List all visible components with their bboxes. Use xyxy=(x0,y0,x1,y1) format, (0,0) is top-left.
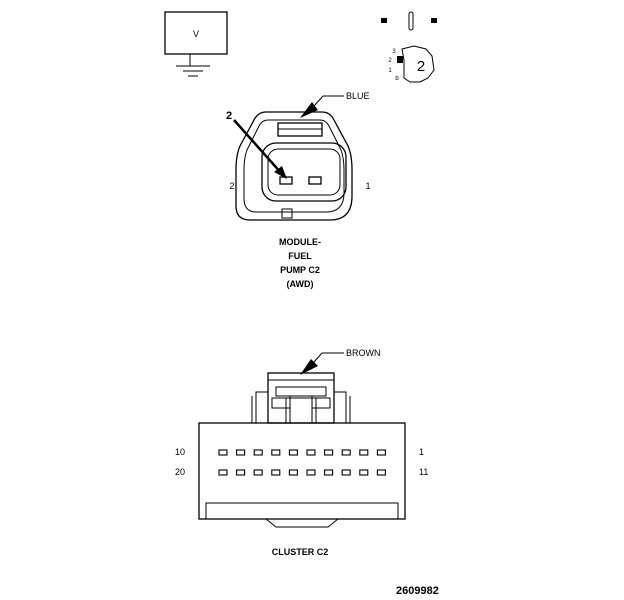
cluster-pin-cavity xyxy=(218,449,228,456)
cluster-pin-cavity xyxy=(271,469,281,476)
cluster-pin-cavity xyxy=(288,449,298,456)
fuel-pump-caption: MODULE- FUEL PUMP C2 (AWD) xyxy=(279,237,321,289)
cluster-row2-right-label: 11 xyxy=(419,467,428,477)
cluster-pin-cavity xyxy=(341,469,351,476)
cluster-pin-cavity xyxy=(324,449,334,456)
cluster-pin-cavity xyxy=(324,469,334,476)
cluster-pin-grid xyxy=(218,449,386,476)
cluster-pin-cavity xyxy=(218,469,228,476)
cluster-pin-cavity xyxy=(376,449,386,456)
cluster-pin-cavity xyxy=(306,449,316,456)
fuel-pump-pin-label-right: 1 xyxy=(365,181,370,191)
cluster-connector: BROWN 10 1 20 11 CLUSTER C2 xyxy=(175,348,428,557)
cluster-caption: CLUSTER C2 xyxy=(272,547,329,557)
fuel-pump-caption-line-4: (AWD) xyxy=(287,279,314,289)
cluster-latch-tower xyxy=(251,372,351,424)
fuel-pump-pin-1 xyxy=(308,176,322,185)
cluster-row2-left-label: 20 xyxy=(175,467,185,477)
pin-locator-number: 2 xyxy=(417,58,425,75)
pin-locator-pin-3: 3 xyxy=(392,49,396,55)
pin-locator-icon: 2 3 2 1 b xyxy=(381,11,437,83)
cluster-pin-cavity xyxy=(359,449,369,456)
pin-pointer-arrow-icon xyxy=(274,166,287,179)
cluster-color-callout: BROWN xyxy=(346,348,381,358)
cluster-pin-cavity xyxy=(306,469,316,476)
cluster-pin-cavity xyxy=(288,469,298,476)
fuel-pump-pointer-label: 2 xyxy=(226,110,232,122)
fuel-pump-connector-shell xyxy=(235,111,353,221)
cluster-pin-cavity xyxy=(359,469,369,476)
ground-symbol: V xyxy=(164,11,228,77)
pin-locator-pin-2: 2 xyxy=(388,58,392,64)
brown-callout-arrow-icon xyxy=(300,359,318,375)
cluster-pin-cavity xyxy=(271,449,281,456)
cluster-pin-cavity xyxy=(376,469,386,476)
cluster-pin-cavity xyxy=(236,469,246,476)
fuel-pump-color-callout: BLUE xyxy=(346,91,370,101)
cluster-pin-cavity xyxy=(341,449,351,456)
fuel-pump-caption-line-1: MODULE- xyxy=(279,237,321,247)
fuel-pump-caption-line-2: FUEL xyxy=(288,251,312,261)
cluster-row1-left-label: 10 xyxy=(175,447,185,457)
cluster-pin-cavity xyxy=(236,449,246,456)
figure-id: 2609982 xyxy=(396,585,439,597)
fuel-pump-connector: BLUE 2 2 1 MODULE- FUEL PUMP C2 (AWD) xyxy=(226,91,371,289)
cluster-pin-cavity xyxy=(253,449,263,456)
fuel-pump-pin-label-left: 2 xyxy=(229,181,234,191)
cluster-connector-body xyxy=(198,422,406,520)
fuel-pump-cavity-body xyxy=(261,142,347,202)
blue-callout-arrow-icon xyxy=(300,102,318,118)
pin-locator-pin-b: b xyxy=(395,76,399,82)
ground-symbol-label: V xyxy=(193,29,199,39)
cluster-row1-right-label: 1 xyxy=(419,447,424,457)
fuel-pump-caption-line-3: PUMP C2 xyxy=(280,265,320,275)
cluster-pin-cavity xyxy=(253,469,263,476)
pin-locator-pin-1: 1 xyxy=(388,68,392,74)
